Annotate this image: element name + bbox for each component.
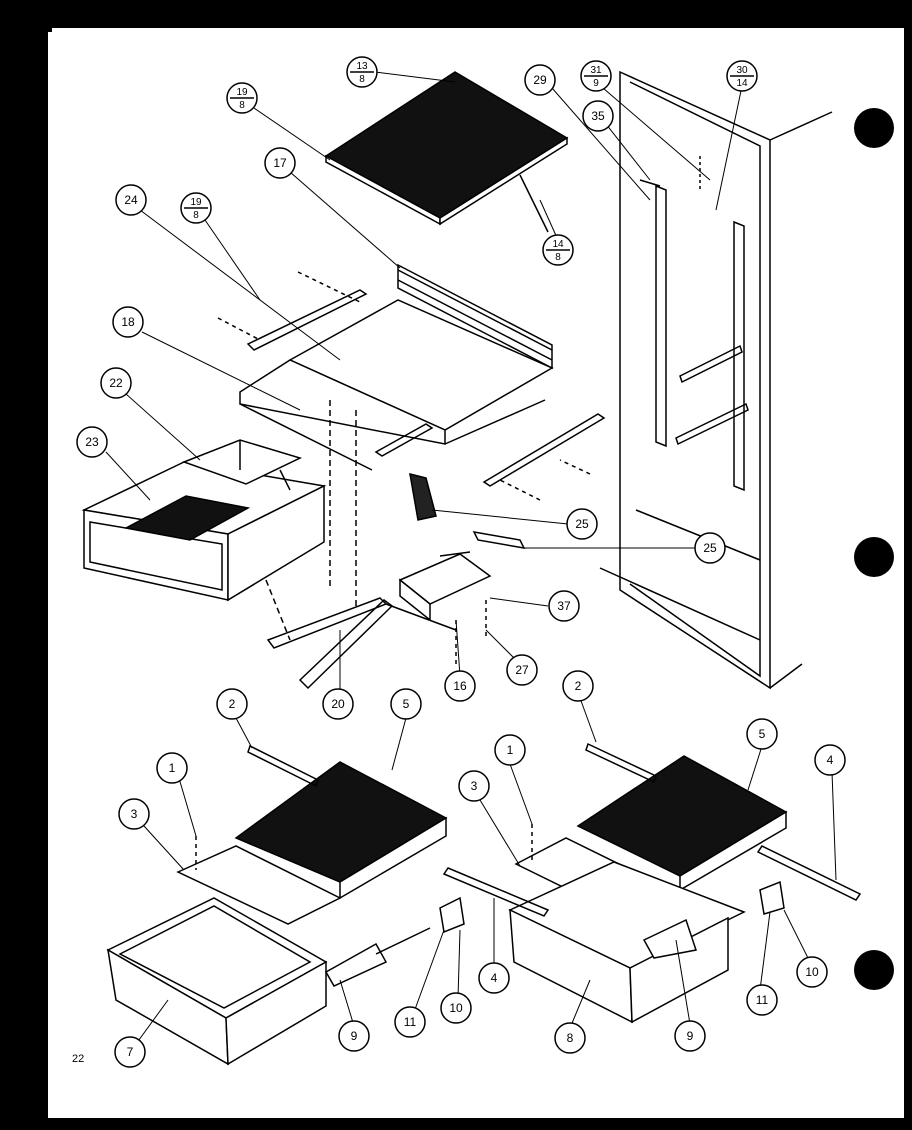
crisper-left bbox=[106, 744, 465, 1066]
svg-text:20: 20 bbox=[331, 697, 345, 711]
svg-text:35: 35 bbox=[591, 109, 605, 123]
callout-25-upper: 25 bbox=[566, 508, 598, 540]
svg-text:29: 29 bbox=[533, 73, 547, 87]
callout-1-left: 1 bbox=[156, 752, 188, 784]
svg-text:3: 3 bbox=[471, 779, 478, 793]
leader-lines bbox=[105, 71, 837, 1045]
punch-hole-top bbox=[854, 108, 894, 148]
svg-text:2: 2 bbox=[575, 679, 582, 693]
svg-text:8: 8 bbox=[567, 1031, 574, 1045]
callout-29: 29 bbox=[524, 64, 556, 96]
svg-text:14: 14 bbox=[736, 78, 748, 89]
svg-text:14: 14 bbox=[552, 239, 564, 250]
svg-text:2: 2 bbox=[229, 697, 236, 711]
svg-text:9: 9 bbox=[593, 78, 599, 89]
callout-22: 22 bbox=[100, 367, 132, 399]
svg-text:4: 4 bbox=[491, 971, 498, 985]
callout-23: 23 bbox=[76, 426, 108, 458]
callout-24: 24 bbox=[115, 184, 147, 216]
svg-text:31: 31 bbox=[590, 65, 602, 76]
callout-5-left: 5 bbox=[390, 688, 422, 720]
svg-text:24: 24 bbox=[124, 193, 138, 207]
callout-8: 8 bbox=[554, 1022, 586, 1054]
punch-hole-middle bbox=[854, 537, 894, 577]
drawer-support-frame bbox=[265, 400, 526, 690]
svg-text:25: 25 bbox=[575, 517, 589, 531]
shelf-support-rails bbox=[217, 271, 606, 501]
callout-9-left: 9 bbox=[338, 1020, 370, 1052]
svg-text:30: 30 bbox=[736, 65, 748, 76]
svg-text:5: 5 bbox=[759, 727, 766, 741]
callout-19-8-mid: 19 8 bbox=[180, 192, 212, 224]
svg-text:19: 19 bbox=[236, 87, 248, 98]
callout-10-left: 10 bbox=[440, 992, 472, 1024]
callout-31-9: 31 9 bbox=[580, 60, 612, 92]
callout-37: 37 bbox=[548, 590, 580, 622]
callout-35: 35 bbox=[582, 100, 614, 132]
callout-3-right: 3 bbox=[458, 770, 490, 802]
svg-text:11: 11 bbox=[756, 993, 769, 1007]
svg-text:27: 27 bbox=[515, 663, 529, 677]
svg-text:22: 22 bbox=[109, 376, 123, 390]
svg-text:8: 8 bbox=[193, 210, 199, 221]
svg-text:13: 13 bbox=[356, 61, 368, 72]
callout-4-left: 4 bbox=[478, 962, 510, 994]
callout-5-right: 5 bbox=[746, 718, 778, 750]
svg-text:7: 7 bbox=[127, 1045, 134, 1059]
svg-text:9: 9 bbox=[351, 1029, 358, 1043]
callout-18: 18 bbox=[112, 306, 144, 338]
svg-text:8: 8 bbox=[555, 252, 561, 263]
callout-25-lower: 25 bbox=[694, 532, 726, 564]
callout-14-8: 14 8 bbox=[542, 234, 574, 266]
svg-text:19: 19 bbox=[190, 197, 202, 208]
callout-9-right: 9 bbox=[674, 1020, 706, 1052]
svg-text:1: 1 bbox=[169, 761, 176, 775]
svg-text:18: 18 bbox=[121, 315, 135, 329]
callout-13-8: 13 8 bbox=[346, 56, 378, 88]
cabinet-liner bbox=[599, 70, 833, 690]
wire-shelf-top bbox=[324, 71, 569, 233]
callout-11-right: 11 bbox=[746, 984, 778, 1016]
punch-hole-bottom bbox=[854, 950, 894, 990]
callout-2-right: 2 bbox=[562, 670, 594, 702]
callout-2-left: 2 bbox=[216, 688, 248, 720]
callout-16: 16 bbox=[444, 670, 476, 702]
svg-text:5: 5 bbox=[403, 697, 410, 711]
callout-1-right: 1 bbox=[494, 734, 526, 766]
callout-17: 17 bbox=[264, 147, 296, 179]
svg-text:37: 37 bbox=[557, 599, 571, 613]
callout-27: 27 bbox=[506, 654, 538, 686]
svg-text:8: 8 bbox=[359, 74, 365, 85]
callout-3-left: 3 bbox=[118, 798, 150, 830]
callout-7: 7 bbox=[114, 1036, 146, 1068]
svg-text:17: 17 bbox=[273, 156, 287, 170]
svg-text:3: 3 bbox=[131, 807, 138, 821]
svg-text:16: 16 bbox=[453, 679, 467, 693]
crisper-right bbox=[442, 742, 862, 1024]
svg-text:25: 25 bbox=[703, 541, 717, 555]
callout-20: 20 bbox=[322, 688, 354, 720]
deli-drawer bbox=[81, 439, 327, 602]
callout-11-left: 11 bbox=[394, 1006, 426, 1038]
svg-text:4: 4 bbox=[827, 753, 834, 767]
svg-text:23: 23 bbox=[85, 435, 99, 449]
svg-text:1: 1 bbox=[507, 743, 514, 757]
page-number: 22 bbox=[72, 1053, 84, 1065]
callout-labels: 13 8 19 8 19 8 14 8 31 9 bbox=[76, 56, 846, 1068]
callout-19-8-top: 19 8 bbox=[226, 82, 258, 114]
callout-30-14: 30 14 bbox=[726, 60, 758, 92]
svg-text:10: 10 bbox=[805, 965, 819, 979]
glass-shelf bbox=[239, 263, 554, 445]
svg-text:9: 9 bbox=[687, 1029, 694, 1043]
svg-text:10: 10 bbox=[449, 1001, 463, 1015]
callout-4-right: 4 bbox=[814, 744, 846, 776]
svg-text:8: 8 bbox=[239, 100, 245, 111]
callout-10-right: 10 bbox=[796, 956, 828, 988]
svg-text:11: 11 bbox=[404, 1015, 417, 1029]
